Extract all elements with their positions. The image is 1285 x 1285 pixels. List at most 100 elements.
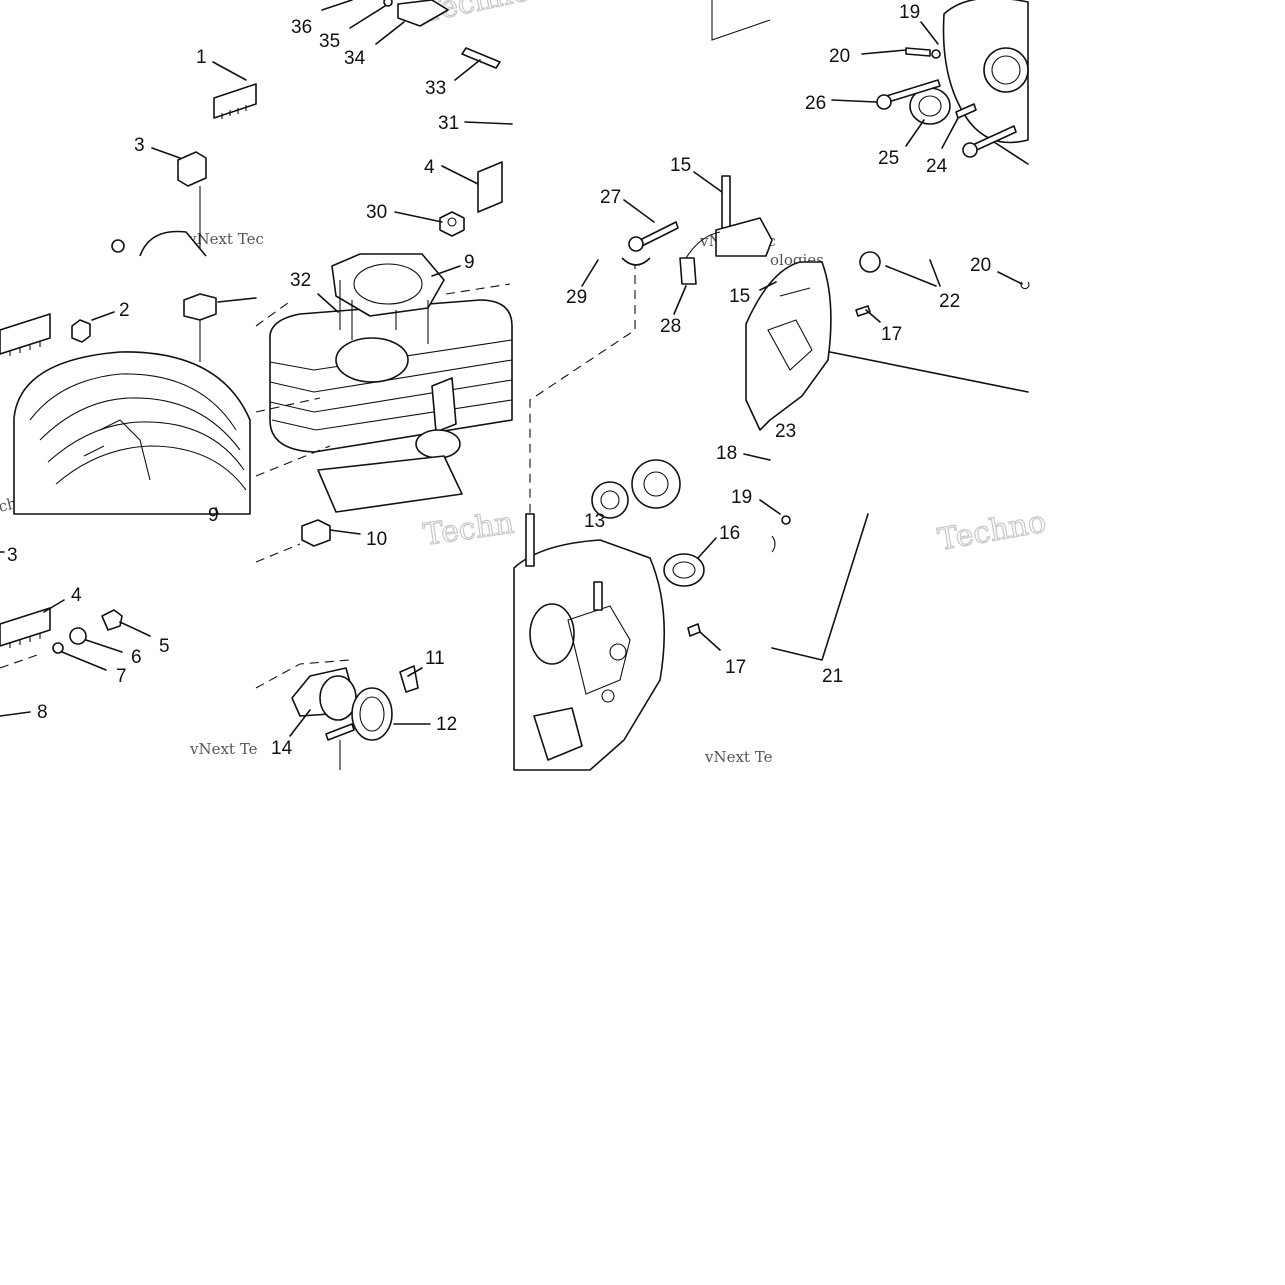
- leader-line: [119, 621, 151, 637]
- crankcase-gasket-part: [533, 707, 583, 761]
- cylinder-gasket-part: [331, 253, 445, 317]
- leader-line: [905, 119, 925, 147]
- callout-20: 20: [970, 255, 991, 276]
- callout-18: 18: [716, 443, 737, 464]
- seal-inner: [991, 55, 1021, 85]
- callout-19: 19: [731, 487, 752, 508]
- callout-14: 14: [271, 738, 293, 759]
- leader-line: [920, 21, 939, 45]
- leader-line: [329, 529, 361, 535]
- leader-line: [697, 537, 717, 559]
- base-gasket-part: [317, 455, 463, 513]
- callout-19: 19: [899, 2, 920, 23]
- connector-teeth: [221, 105, 247, 119]
- leader-line: [993, 141, 1029, 165]
- fin-detail: [83, 419, 151, 481]
- callout-16: 16: [719, 523, 740, 544]
- middle-row-parts: [0, 231, 1030, 525]
- callout-4: 4: [71, 585, 82, 606]
- callout-7: 7: [116, 666, 127, 687]
- top-right-parts: [623, 0, 1029, 257]
- screw-part: [955, 103, 977, 119]
- callout-36: 36: [291, 17, 312, 38]
- bolt-head: [962, 142, 978, 158]
- watermark: vNext Tec: [187, 230, 264, 248]
- callout-33: 33: [425, 78, 446, 99]
- sensor-wire: [685, 231, 721, 259]
- leader-line: [771, 513, 869, 661]
- callout-25: 25: [878, 148, 899, 169]
- clip-part: [183, 293, 217, 321]
- callout-32: 32: [290, 270, 311, 291]
- leader-line: [441, 165, 479, 185]
- oil-seal-part: [663, 553, 705, 587]
- intake-boot-part: [319, 675, 357, 721]
- washer-part: [383, 0, 393, 7]
- leader-line: [759, 499, 781, 515]
- leader-line: [454, 59, 481, 81]
- callout-3: 3: [7, 545, 18, 566]
- leader-line: [623, 199, 655, 223]
- cylinder-bore: [335, 337, 409, 383]
- callout-2: 2: [119, 300, 130, 321]
- connector-block-part: [213, 83, 257, 119]
- leader-line: [0, 711, 31, 717]
- callout-11: 11: [425, 648, 445, 669]
- cylinder-fins: [269, 339, 513, 431]
- bearing-inner: [600, 490, 620, 510]
- callout-5: 5: [159, 636, 170, 657]
- dashed-guide: [255, 283, 511, 477]
- crankcase-detail: [767, 287, 813, 371]
- stud-part: [593, 581, 603, 611]
- leader-line: [581, 259, 599, 287]
- leader-line: [394, 211, 443, 223]
- leader-line: [151, 147, 181, 159]
- leader-line: [289, 709, 311, 737]
- bearing-part: [591, 481, 629, 519]
- callout-17: 17: [881, 324, 902, 345]
- seal-opening: [983, 47, 1029, 93]
- nut-hole: [447, 217, 457, 227]
- leader-line: [91, 311, 115, 321]
- callout-21: 21: [822, 666, 843, 687]
- bolt-head: [876, 94, 892, 110]
- callout-23: 23: [775, 421, 796, 442]
- dowel-pin-part: [855, 305, 871, 317]
- callout-27: 27: [600, 187, 621, 208]
- bearing-inner: [643, 471, 669, 497]
- gasket-bore: [353, 263, 423, 305]
- leader-line: [61, 651, 107, 671]
- outline-edge: [711, 0, 771, 41]
- top-left-parts: [111, 61, 257, 257]
- dashed-guide: [529, 260, 636, 514]
- oil-seal-inner: [918, 95, 942, 117]
- leader-line: [215, 507, 219, 515]
- callout-8: 8: [37, 702, 48, 723]
- housing-edge: [715, 217, 773, 257]
- leader-line: [349, 5, 386, 29]
- leader-line: [464, 121, 513, 125]
- crankcase-bore: [529, 603, 575, 665]
- nut-part: [111, 239, 125, 253]
- callout-1: 1: [196, 47, 207, 68]
- washer-part: [69, 627, 87, 645]
- washer-part: [781, 515, 791, 525]
- watermark: vNext Te: [704, 748, 773, 766]
- stud-part: [721, 175, 731, 229]
- callout-10: 10: [366, 529, 387, 550]
- connector-teeth: [9, 341, 41, 356]
- oil-seal-inner: [672, 561, 696, 579]
- callout-labels: 36 35 34 1 33 31 3 4 30 19 20 26 25 24 1…: [7, 2, 991, 759]
- bolt-head: [628, 236, 644, 252]
- callout-28: 28: [660, 316, 681, 337]
- callout-17: 17: [725, 657, 746, 678]
- bolt-part: [101, 609, 123, 631]
- callout-30: 30: [366, 202, 387, 223]
- cotter-part: [621, 257, 651, 266]
- callout-9: 9: [464, 252, 475, 273]
- leader-line: [321, 0, 353, 11]
- leader-line: [865, 309, 881, 323]
- gasket-edge: [139, 230, 207, 257]
